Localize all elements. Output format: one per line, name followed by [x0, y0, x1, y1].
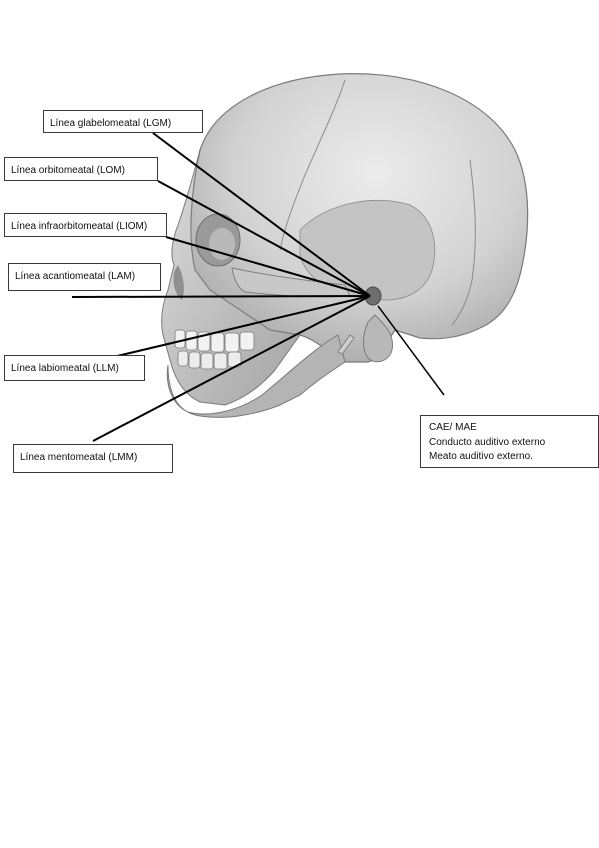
label-lmm: Línea mentomeatal (LMM) — [13, 444, 173, 473]
upper-teeth — [174, 329, 255, 353]
coronal-suture — [279, 79, 346, 251]
label-lgm-text: Línea glabelomeatal (LGM) — [50, 118, 172, 129]
label-ear-line3: Meato auditivo externo. — [429, 451, 533, 462]
mastoid-process — [363, 314, 394, 363]
label-lmm-text: Línea mentomeatal (LMM) — [20, 452, 138, 463]
pointer-line-lom — [157, 180, 371, 297]
styloid-process — [337, 334, 355, 355]
pointer-line-lmm — [92, 295, 371, 442]
mandible — [166, 334, 346, 418]
label-lom-text: Línea orbitomeatal (LOM) — [11, 165, 125, 176]
label-ear-line2: Conducto auditivo externo — [429, 437, 546, 448]
pointer-line-llm — [112, 295, 371, 358]
lambdoid-suture — [451, 159, 476, 326]
pointer-line-lgm — [152, 132, 371, 297]
pointer-line-lam — [71, 295, 371, 298]
label-lgm: Línea glabelomeatal (LGM) — [43, 110, 203, 133]
pointer-line-ear — [377, 305, 445, 396]
label-lom: Línea orbitomeatal (LOM) — [4, 157, 158, 181]
label-lam-text: Línea acantiomeatal (LAM) — [15, 271, 136, 282]
lower-teeth — [177, 350, 242, 370]
label-liom: Línea infraorbitomeatal (LIOM) — [4, 213, 167, 237]
label-lam: Línea acantiomeatal (LAM) — [8, 263, 161, 291]
nasal-aperture — [173, 265, 184, 300]
pointer-line-liom — [165, 236, 371, 297]
label-ear: CAE/ MAE Conducto auditivo externo Meato… — [420, 415, 599, 468]
label-llm: Línea labiomeatal (LLM) — [4, 355, 145, 381]
label-liom-text: Línea infraorbitomeatal (LIOM) — [11, 221, 148, 232]
pointer-lines — [71, 132, 445, 442]
label-ear-line1: CAE/ MAE — [429, 422, 477, 433]
label-llm-text: Línea labiomeatal (LLM) — [11, 363, 119, 374]
skull-illustration — [161, 73, 529, 418]
